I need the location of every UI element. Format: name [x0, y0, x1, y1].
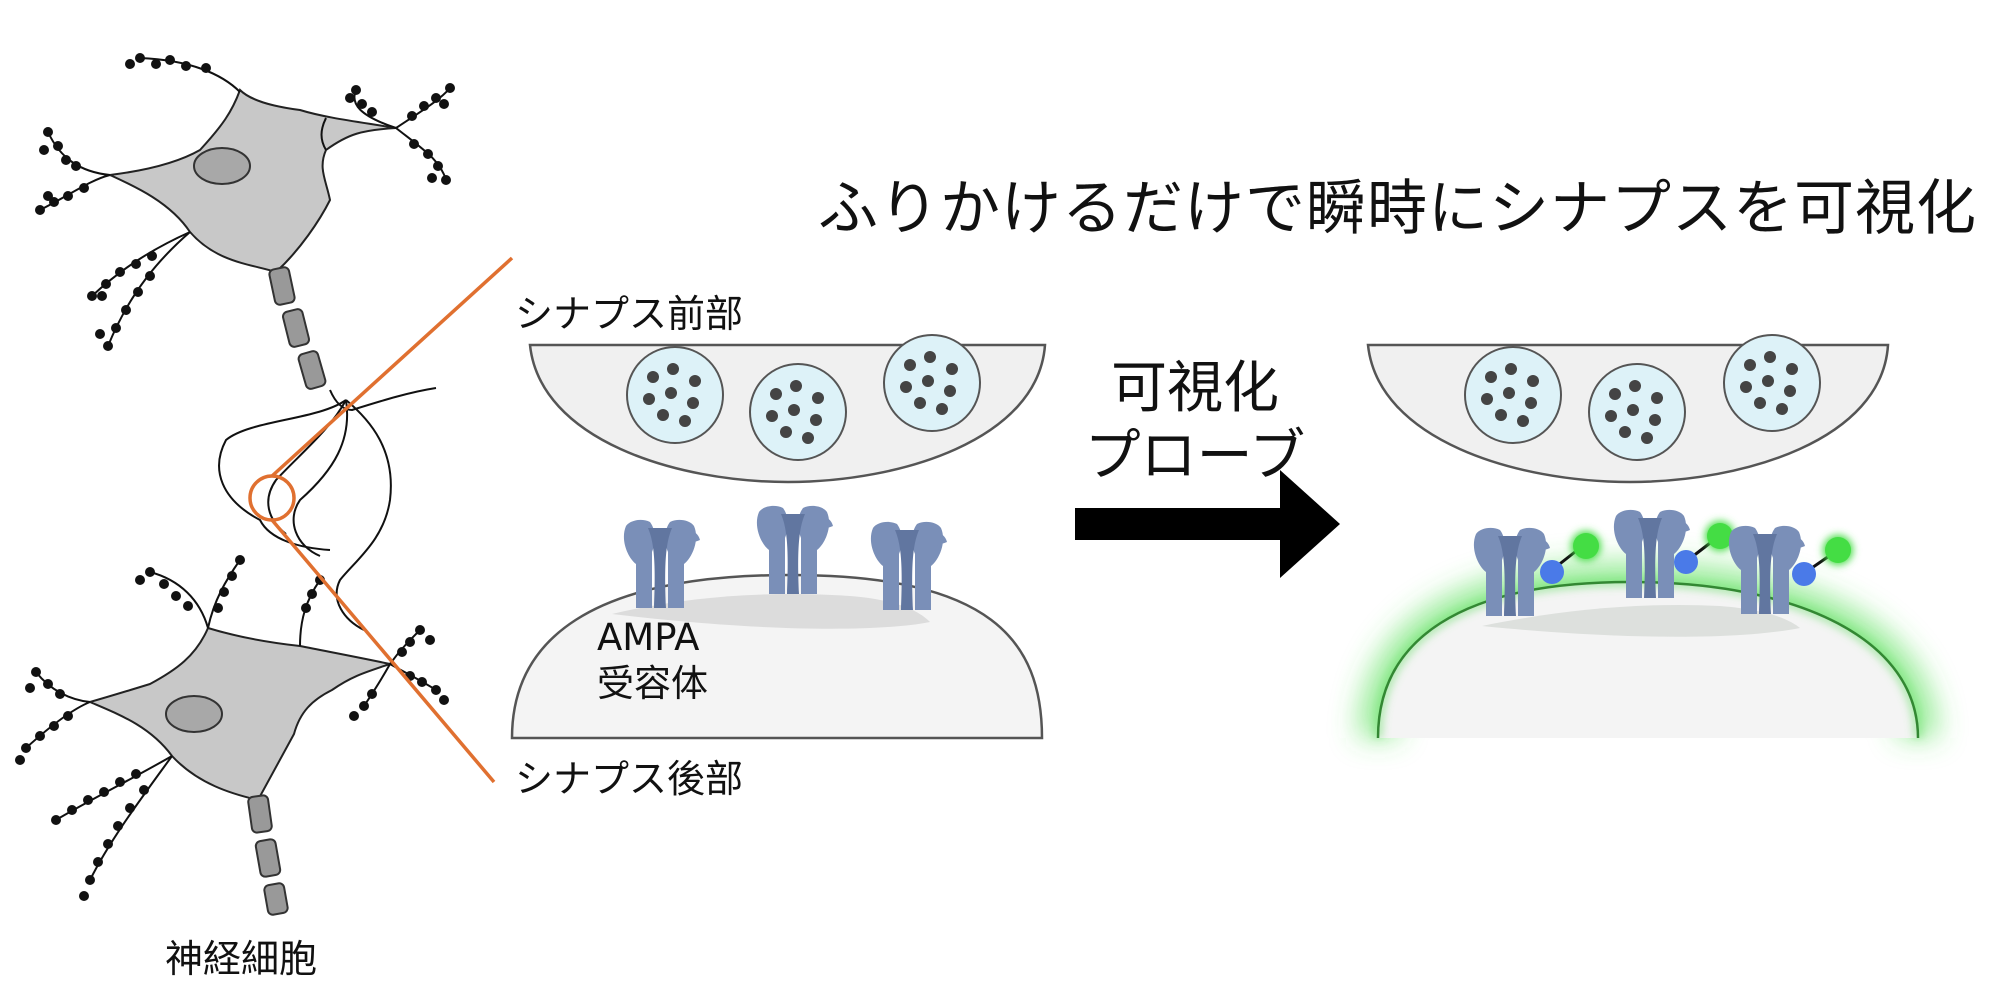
ampa-receptor-labeled: [1613, 509, 1735, 598]
diagram-title: ふりかけるだけで瞬時にシナプスを可視化: [818, 174, 1977, 244]
ampa-receptor-labeled: [1728, 525, 1853, 614]
synapse-after: [1358, 334, 1938, 739]
synapse-before: [510, 334, 1047, 740]
neuron-label: 神経細胞: [165, 937, 318, 981]
ampa-receptor-label: AMPA 受容体: [597, 615, 708, 707]
neuron-top: [35, 53, 455, 390]
probe-label: 可視化 プローブ: [1075, 355, 1315, 491]
zoom-indicator: [248, 256, 514, 784]
probe-label-line2: プローブ: [1084, 424, 1306, 489]
probe-label-line1: 可視化: [1111, 356, 1279, 421]
postsynaptic-density: [612, 594, 930, 629]
postsynapse-label: シナプス後部: [515, 757, 744, 801]
arrow: [1075, 470, 1340, 578]
neuron-bottom: [15, 555, 449, 916]
ampa-receptor-labeled: [1473, 527, 1601, 616]
ampa-label-line1: AMPA: [597, 616, 700, 659]
presynapse-label: シナプス前部: [515, 292, 744, 336]
postsynaptic-density: [1482, 604, 1800, 637]
ampa-label-line2: 受容体: [597, 662, 708, 705]
